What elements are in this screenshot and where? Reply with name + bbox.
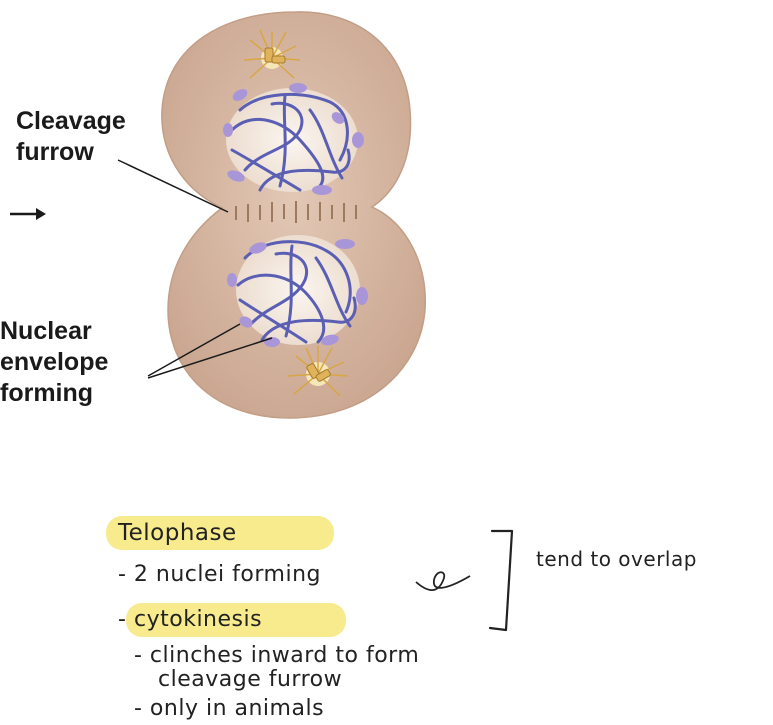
lower-envelope-fragments — [227, 239, 368, 347]
lower-centrosome — [287, 346, 349, 397]
cleavage-furrow-label-line1: Cleavage — [16, 107, 126, 135]
nuclear-envelope-label-line1: Nuclear — [0, 317, 92, 345]
notes-line-nuclei: - 2 nuclei forming — [118, 562, 321, 587]
notes-line-animals: - only in animals — [134, 696, 325, 721]
notes-line-dash: - — [118, 607, 127, 632]
nuclear-envelope-label: Nuclear envelope forming — [0, 316, 108, 409]
upper-envelope-fragments — [223, 83, 364, 195]
flourish-stroke — [415, 571, 471, 591]
midbody-fibers — [235, 201, 357, 223]
cleavage-furrow-label-line2: furrow — [16, 138, 94, 166]
notes-line-clinches: - clinches inward to form — [134, 643, 420, 668]
upper-chromatin — [230, 92, 351, 192]
leader-lines — [117, 159, 273, 379]
title-highlight — [106, 516, 334, 550]
nuclear-envelope-label-line3: forming — [0, 379, 94, 407]
dividing-cell — [161, 11, 426, 419]
cytokinesis-highlight — [126, 603, 346, 637]
notes-cytokinesis: cytokinesis — [134, 607, 263, 632]
grouping-bracket — [488, 529, 514, 632]
nuclear-envelope-label-line2: envelope — [0, 348, 109, 376]
notes-side-overlap: tend to overlap — [536, 547, 697, 571]
notes-line-furrow: cleavage furrow — [158, 667, 343, 692]
right-arrow-icon — [10, 208, 46, 220]
upper-centrosome — [243, 29, 301, 79]
cleavage-furrow-label: Cleavage furrow — [16, 106, 126, 168]
notes-title: Telophase — [118, 520, 237, 546]
